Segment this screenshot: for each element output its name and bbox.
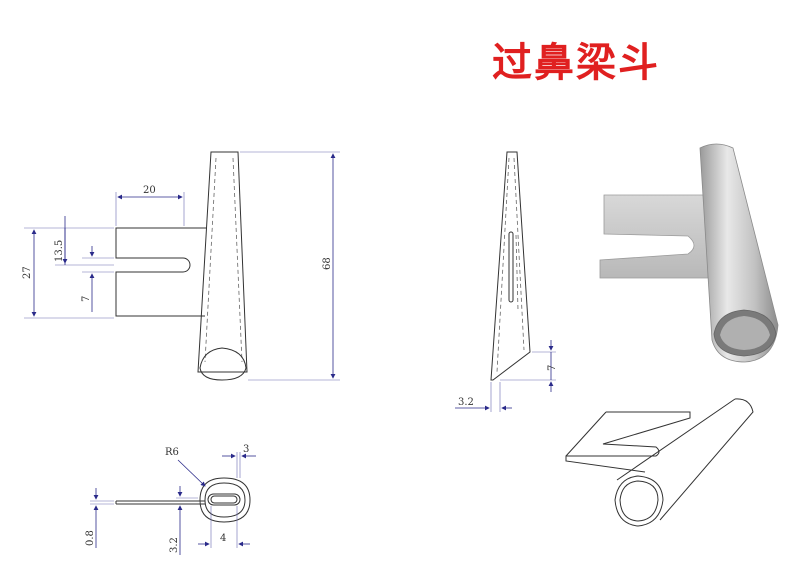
iso-tab — [565, 411, 691, 473]
dim-tab-height-label: 27 — [22, 266, 33, 279]
side-dim-tip-label: 7 — [547, 365, 558, 371]
photo-tab — [599, 194, 709, 279]
side-dim-thickness-label: 3.2 — [458, 397, 474, 408]
top-tube-oval — [199, 477, 251, 523]
top-dim-offset-label: 3.2 — [169, 537, 180, 553]
top-slot — [207, 493, 241, 506]
front-tube-end-oval — [199, 347, 247, 381]
dim-slot-width-label: 7 — [81, 296, 92, 302]
side-slot — [508, 231, 514, 303]
dim-slot-offset-label: 13.5 — [54, 240, 65, 262]
part-photo — [599, 143, 779, 363]
top-dim-radius-label: R6 — [165, 447, 179, 458]
photo-tube — [699, 143, 779, 363]
front-tube-outline — [197, 151, 248, 373]
isometric-sketch — [565, 398, 754, 527]
dim-width-label: 20 — [143, 185, 156, 196]
iso-tube-mouth — [614, 475, 664, 527]
dim-total-height-label: 68 — [322, 257, 333, 270]
iso-tube — [616, 398, 754, 521]
side-view: 7 3.2 — [455, 151, 558, 412]
side-tube-outline — [490, 151, 531, 381]
top-dim-plate-label: 0.8 — [85, 530, 96, 546]
product-title: 过鼻梁斗 — [492, 40, 660, 86]
top-view: R6 3 0.8 3.2 4 — [85, 444, 256, 555]
front-view: 20 27 13.5 7 68 — [22, 151, 340, 381]
top-dim-slot-gap-label: 3 — [243, 444, 249, 455]
front-tube-hidden-line — [204, 157, 217, 363]
front-tab-outline — [115, 227, 207, 317]
top-dim-inner-label: 4 — [220, 533, 226, 544]
